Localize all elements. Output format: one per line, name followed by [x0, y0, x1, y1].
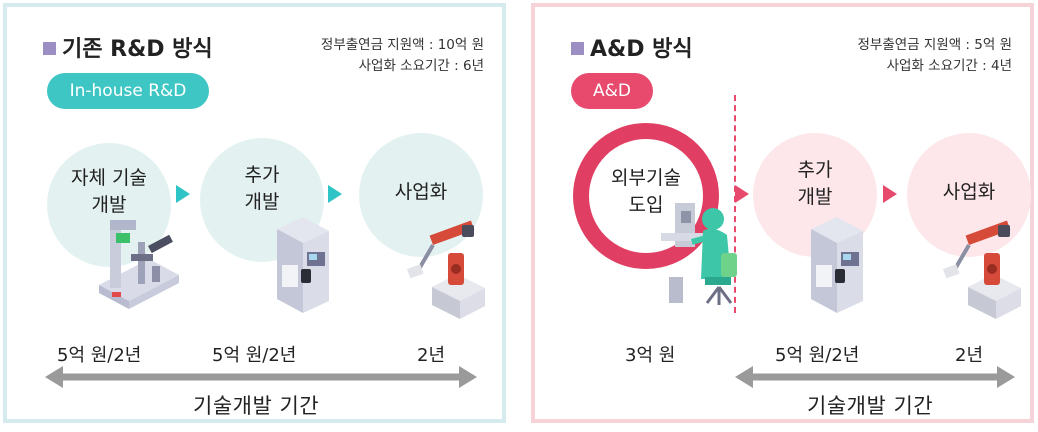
step-cost: 2년	[417, 345, 446, 366]
step-label: 외부기술 도입	[611, 167, 681, 216]
period-double-arrow-icon	[735, 366, 1015, 388]
robot-arm-icon	[407, 220, 485, 319]
period-double-arrow-icon	[45, 366, 477, 388]
commercialization-period: 사업화 소요기간 : 4년	[886, 58, 1012, 74]
step-cost: 2년	[955, 345, 984, 366]
commercialization-period: 사업화 소요기간 : 6년	[358, 58, 484, 74]
panel-title-text: 기존 R&D 방식	[62, 37, 213, 62]
square-bullet-icon	[43, 42, 56, 55]
illustrations	[99, 217, 485, 319]
step-label: 사업화	[942, 181, 996, 203]
arrow-right-icon	[883, 185, 897, 203]
scientist-icon	[661, 203, 737, 305]
robot-arm-icon	[943, 220, 1021, 319]
step-cost: 3억 원	[625, 345, 676, 366]
panel-title: 기존 R&D 방식	[43, 31, 213, 63]
period-label: 기술개발 기간	[807, 394, 934, 418]
panel-title-text: A&D 방식	[590, 37, 693, 62]
microscope-machine-icon	[99, 220, 179, 309]
method-badge: A&D	[571, 73, 653, 109]
step-cost: 5억 원/2년	[57, 345, 142, 366]
arrow-right-icon	[328, 185, 342, 203]
panel-title: A&D 방식	[571, 31, 693, 63]
funding-amount: 정부출연금 지원액 : 5억 원	[857, 37, 1012, 53]
step-cost: 5억 원/2년	[212, 345, 297, 366]
arrow-right-icon	[176, 185, 190, 203]
industrial-machine-icon	[811, 217, 863, 313]
funding-info: 정부출연금 지원액 : 5억 원 사업화 소요기간 : 4년	[857, 35, 1012, 77]
step-label: 추가 개발	[797, 159, 833, 208]
period-label: 기술개발 기간	[193, 394, 320, 418]
divider-dashed-line	[734, 95, 736, 313]
illustrations	[661, 203, 1021, 319]
step-cost: 5억 원/2년	[775, 345, 860, 366]
funding-amount: 정부출연금 지원액 : 10억 원	[320, 37, 484, 53]
arrow-right-icon	[735, 185, 749, 203]
step-label: 자체 기술 개발	[71, 167, 147, 216]
funding-info: 정부출연금 지원액 : 10억 원 사업화 소요기간 : 6년	[321, 35, 484, 77]
industrial-machine-icon	[277, 217, 329, 313]
square-bullet-icon	[571, 42, 584, 55]
step-label: 추가 개발	[244, 164, 280, 213]
step-circle	[359, 133, 483, 257]
step-label: 사업화	[394, 181, 448, 203]
panel-and-method: A&D 방식 정부출연금 지원액 : 5억 원 사업화 소요기간 : 4년 A&…	[531, 3, 1034, 423]
method-badge: In-house R&D	[47, 73, 209, 109]
panel-existing-rnd: 기존 R&D 방식 정부출연금 지원액 : 10억 원 사업화 소요기간 : 6…	[3, 3, 506, 423]
